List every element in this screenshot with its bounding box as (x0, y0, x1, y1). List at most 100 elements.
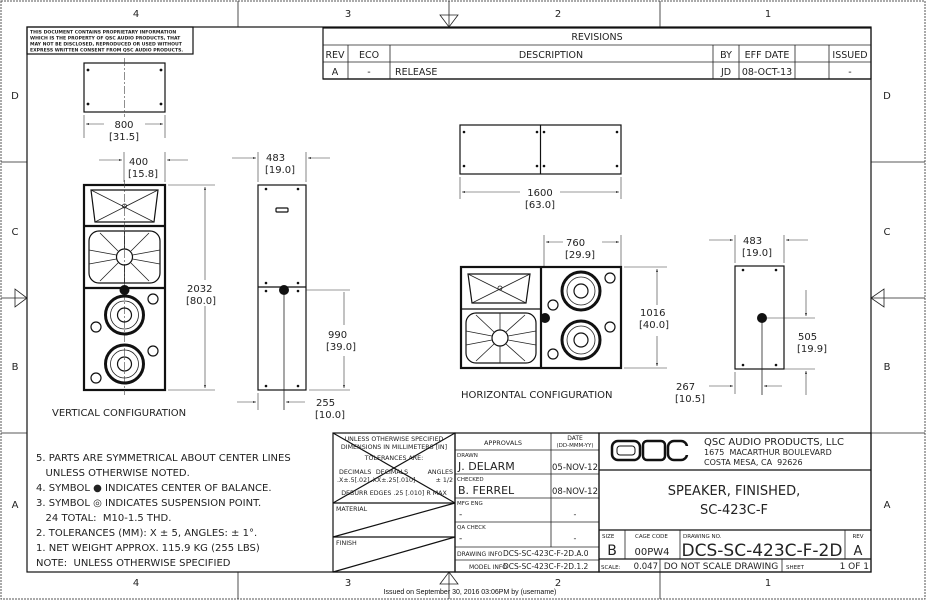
dimension-255: 255[10.0] (237, 393, 345, 421)
tolerance-block: UNLESS OTHERWISE SPECIFIED DIMENSIONS IN… (336, 436, 453, 547)
scale: 0.047 (634, 562, 658, 572)
svg-text:JD: JD (720, 67, 731, 78)
svg-text:MFG ENG: MFG ENG (457, 501, 483, 507)
sheet-number: 1 OF 1 (840, 562, 869, 572)
dimension-400: 400[15.8] (99, 152, 188, 182)
horizontal-configuration-label: HORIZONTAL CONFIGURATION (461, 390, 613, 401)
svg-text:400: 400 (129, 157, 148, 168)
zone-col-2: 2 (555, 9, 561, 20)
svg-text:APPROVALS: APPROVALS (484, 439, 522, 447)
title-block: UNLESS OTHERWISE SPECIFIED DIMENSIONS IN… (332, 432, 872, 573)
drawing-title: SPEAKER, FINISHED, SC-423C-F (668, 484, 801, 518)
svg-text:SHEET: SHEET (786, 565, 805, 571)
svg-text:505: 505 (798, 332, 817, 343)
svg-text:483: 483 (743, 236, 762, 247)
vertical-side-view: 483[19.0] (232, 152, 330, 410)
zone-row-d-right: D (883, 91, 891, 102)
cage-code: 00PW4 (634, 547, 669, 558)
svg-text:EFF DATE: EFF DATE (745, 50, 790, 61)
svg-text:DRAWING INFO: DRAWING INFO (457, 551, 503, 558)
svg-text:MODEL INFO: MODEL INFO (469, 564, 507, 571)
svg-text:DRAWN: DRAWN (457, 453, 478, 459)
svg-text:ECO: ECO (359, 50, 379, 61)
svg-text:SPEAKER, FINISHED,: SPEAKER, FINISHED, (668, 484, 801, 499)
svg-text:RELEASE: RELEASE (395, 67, 437, 78)
dimension-2032: 2032[80.0] (168, 184, 216, 391)
svg-text:.X±.5[.02]: .X±.5[.02] (337, 477, 370, 484)
title-block-fields: SIZE B CAGE CODE 00PW4 DRAWING NO. DCS-S… (601, 534, 869, 572)
svg-text:THIS DOCUMENT CONTAINS PROPRIE: THIS DOCUMENT CONTAINS PROPRIETARY INFOR… (30, 30, 176, 36)
svg-text:CAGE CODE: CAGE CODE (635, 534, 668, 540)
zone-row-c-right: C (884, 227, 891, 238)
svg-text:1016: 1016 (640, 308, 665, 319)
svg-text:SIZE: SIZE (602, 534, 615, 540)
model-info: DCS-SC-423C-F-2D.1.2 (503, 562, 589, 571)
zone-col-2-bottom: 2 (555, 578, 561, 589)
svg-text:[40.0]: [40.0] (639, 320, 669, 331)
vertical-front-view (82, 180, 167, 395)
svg-text:.XX±.25[.010]: .XX±.25[.010] (371, 477, 416, 484)
zone-row-b-right: B (884, 362, 891, 373)
svg-text:WHICH IS THE PROPERTY OF QSC A: WHICH IS THE PROPERTY OF QSC AUDIO PRODU… (30, 36, 181, 42)
svg-text:267: 267 (676, 382, 695, 393)
note-3-cont: 24 TOTAL: M10-1.5 THD. (36, 513, 171, 524)
svg-text:DIMENSIONS IN MILLIMETERS [IN]: DIMENSIONS IN MILLIMETERS [IN] (341, 444, 447, 451)
material-label: MATERIAL (336, 506, 368, 513)
svg-text:DRAWING NO.: DRAWING NO. (683, 534, 722, 540)
svg-text:BY: BY (720, 50, 732, 61)
svg-text:255: 255 (316, 398, 335, 409)
svg-text:DATE: DATE (567, 435, 583, 442)
svg-text:1675 MACARTHUR BOULEVARD: 1675 MACARTHUR BOULEVARD (704, 448, 832, 457)
svg-text:MAY NOT BE DISCLOSED, REPRODUC: MAY NOT BE DISCLOSED, REPRODUCED OR USED… (30, 42, 183, 48)
company-name: QSC AUDIO PRODUCTS, LLC (704, 437, 844, 448)
svg-text:REV: REV (852, 534, 863, 540)
svg-text:[19.0]: [19.0] (742, 248, 772, 259)
svg-text:[29.9]: [29.9] (565, 250, 595, 261)
svg-text:DECIMALS: DECIMALS (339, 469, 371, 476)
svg-text:1600: 1600 (527, 188, 552, 199)
zone-labels: 4 3 2 1 4 3 2 1 D C B A D C B A (11, 9, 891, 589)
drawing-rev: A (854, 544, 863, 559)
svg-text:2032: 2032 (187, 284, 212, 295)
svg-text:(DD-MMM-YY): (DD-MMM-YY) (556, 443, 593, 449)
vertical-configuration-label: VERTICAL CONFIGURATION (52, 408, 186, 419)
svg-text:990: 990 (328, 330, 347, 341)
zone-row-b: B (12, 362, 19, 373)
svg-text:DESCRIPTION: DESCRIPTION (519, 50, 583, 61)
note-5: 5. PARTS ARE SYMMETRICAL ABOUT CENTER LI… (36, 453, 291, 464)
svg-text:DO NOT SCALE DRAWING: DO NOT SCALE DRAWING (664, 562, 779, 572)
svg-text:A: A (332, 67, 339, 78)
svg-text:REV: REV (325, 50, 345, 61)
svg-text:CHECKED: CHECKED (457, 477, 484, 483)
company-info: QSC AUDIO PRODUCTS, LLC 1675 MACARTHUR B… (704, 437, 844, 467)
svg-text:-: - (574, 510, 577, 519)
svg-text:[19.9]: [19.9] (797, 344, 827, 355)
drawing-number: DCS-SC-423C-F-2D (682, 541, 843, 561)
svg-text:-: - (848, 67, 851, 78)
zone-col-1: 1 (765, 9, 771, 20)
svg-text:UNLESS OTHERWISE SPECIFIED: UNLESS OTHERWISE SPECIFIED (345, 436, 444, 443)
finish-label: FINISH (336, 540, 357, 547)
note-header: NOTE: UNLESS OTHERWISE SPECIFIED (36, 558, 231, 569)
svg-text:COSTA MESA, CA 92626: COSTA MESA, CA 92626 (704, 458, 803, 467)
svg-text:DECIMALS: DECIMALS (376, 469, 408, 476)
issued-stamp: Issued on September 30, 2016 03:06PM by … (383, 589, 557, 596)
svg-text:483: 483 (266, 153, 285, 164)
revision-row: A - RELEASE JD 08-OCT-13 - (332, 67, 852, 78)
svg-text:[63.0]: [63.0] (525, 200, 555, 211)
svg-text:-: - (459, 534, 462, 544)
svg-text:760: 760 (566, 238, 585, 249)
zone-col-4-bottom: 4 (133, 578, 139, 589)
drawn-name: J. DELARM (457, 460, 515, 473)
svg-text:08-NOV-12: 08-NOV-12 (552, 487, 598, 497)
zone-col-1-bottom: 1 (765, 578, 771, 589)
revisions-table: REVISIONS REV ECO DESCRIPTION BY EFF DAT… (322, 27, 872, 80)
svg-text:ANGLES: ANGLES (428, 469, 453, 476)
svg-text:[10.5]: [10.5] (675, 394, 705, 405)
svg-text:-: - (574, 534, 577, 543)
zone-row-d: D (11, 91, 19, 102)
